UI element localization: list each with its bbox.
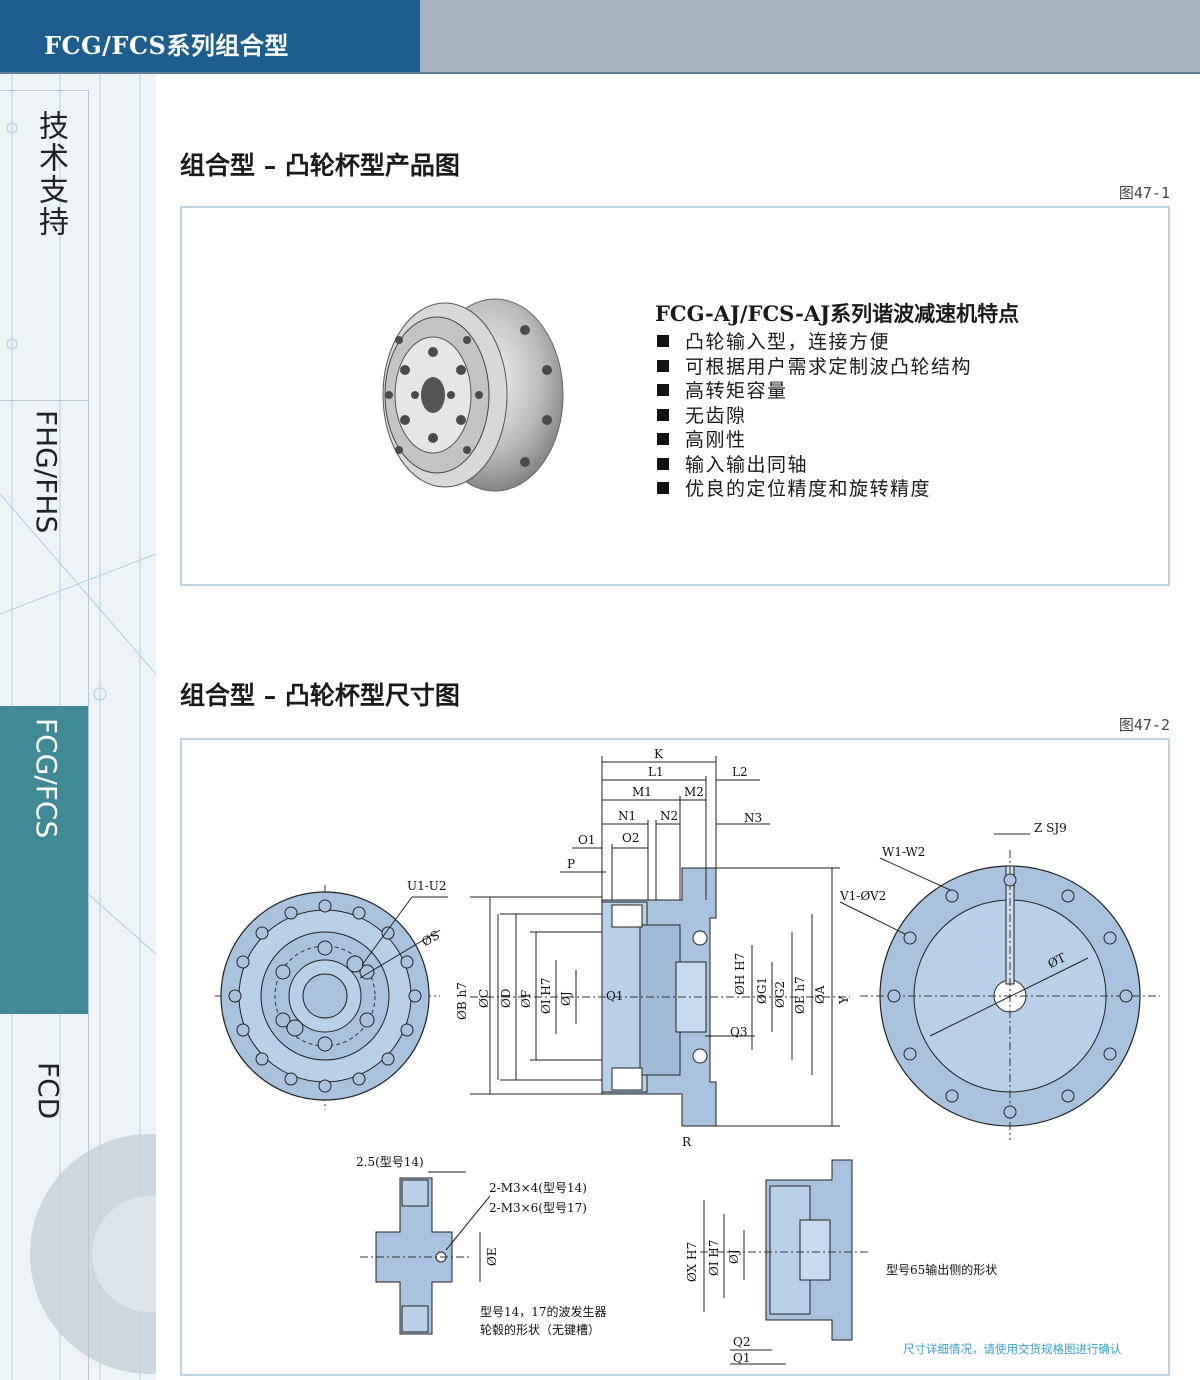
dimension-box	[180, 738, 1170, 1376]
label-j: ØJ	[559, 991, 573, 1006]
label-i: ØI H7	[539, 978, 553, 1015]
front-view: U1-U2 ØS	[215, 879, 448, 1110]
list-item: 高刚性	[657, 428, 972, 453]
label-p: P	[567, 857, 575, 871]
tab-label-fcd: FCD	[32, 1062, 65, 1120]
header-divider	[0, 72, 1200, 74]
list-item: 优良的定位精度和旋转精度	[657, 477, 972, 502]
label-w1-w2: W1-W2	[882, 845, 925, 859]
hub-detail-view: 2.5(型号14) 2-M3×4(型号14) 2-M3×6(型号17) ØE 型…	[356, 1155, 607, 1337]
label-j-detail: ØJ	[727, 1249, 741, 1264]
product-image	[382, 298, 564, 492]
tab-fcd[interactable]	[0, 1014, 89, 1380]
label-h: ØH H7	[733, 953, 747, 995]
label-q3: Q3	[730, 1025, 747, 1039]
caption-output-side: 型号65输出侧的形状	[886, 1262, 997, 1277]
bullet-square-icon	[657, 359, 669, 372]
bullet-square-icon	[657, 482, 669, 494]
label-l2: L2	[732, 765, 748, 779]
label-o1: O1	[578, 833, 595, 847]
bullet-square-icon	[657, 335, 669, 347]
caption-hub-line2: 轮毂的形状（无键槽）	[480, 1322, 600, 1337]
label-x: ØX H7	[685, 1242, 699, 1282]
label-q2: Q2	[733, 1335, 750, 1349]
section-title-dimensions: 组合型 – 凸轮杯型尺寸图	[180, 681, 460, 710]
label-o2: O2	[622, 831, 639, 845]
label-n2: N2	[660, 809, 678, 823]
bullet-square-icon	[657, 457, 669, 470]
label-y: Y	[837, 995, 851, 1005]
tab-label-tech-support: 技术支持	[33, 110, 68, 238]
label-d: ØD	[499, 989, 513, 1008]
bullet-square-icon	[657, 433, 669, 445]
label-m3x4: 2-M3×4(型号14)	[489, 1181, 587, 1195]
label-c: ØC	[477, 989, 491, 1008]
product-box	[180, 206, 1170, 586]
figure-label-1: 图47-1	[1118, 184, 1170, 202]
list-item: 输入输出同轴	[657, 453, 972, 478]
label-l1: L1	[648, 765, 664, 779]
label-g1: ØG1	[755, 977, 769, 1004]
tab-label-fcg-fcs: FCG/FCS	[30, 718, 63, 839]
header-bar-right	[420, 0, 1200, 72]
label-b: ØB h7	[455, 982, 469, 1020]
label-q1-detail: Q1	[733, 1351, 750, 1365]
list-item: 无齿隙	[657, 404, 972, 429]
label-e-detail: ØE	[485, 1247, 499, 1266]
label-v1-v2: V1-ØV2	[839, 889, 886, 903]
figure-label-2: 图47-2	[1118, 716, 1170, 734]
sidebar	[0, 74, 156, 1380]
features-list: 凸轮输入型，连接方便 可根据用户需求定制波凸轮结构 高转矩容量 无齿隙 高刚性 …	[657, 330, 972, 502]
label-m1: M1	[632, 785, 652, 799]
tab-tech-support[interactable]	[0, 90, 89, 401]
label-m2: M2	[684, 785, 704, 799]
tab-label-fhg-fhs: FHG/FHS	[30, 410, 63, 534]
label-n1: N1	[618, 809, 636, 823]
label-q1: Q1	[606, 989, 623, 1003]
features-title: FCG-AJ/FCS-AJ系列谐波减速机特点	[655, 301, 1020, 326]
caption-hub-line1: 型号14，17的波发生器	[480, 1304, 607, 1319]
label-r: R	[682, 1135, 692, 1149]
label-z-sj9: Z SJ9	[1034, 821, 1067, 835]
rear-view: Z SJ9 W1-W2 V1-ØV2 ØT	[839, 821, 1160, 1140]
label-k: K	[654, 747, 664, 761]
bullet-square-icon	[657, 384, 669, 396]
spec-note: 尺寸详细情况，请使用交货规格图进行确认	[903, 1342, 1122, 1356]
section-view: ØB h7 ØC ØD ØF ØI H7 ØJ Q1 ØH H7 ØG1 ØG2…	[455, 747, 851, 1149]
label-g2: ØG2	[773, 981, 787, 1008]
tab-fhg-fhs[interactable]	[0, 400, 89, 711]
label-n3: N3	[744, 811, 762, 825]
label-i-detail: ØI H7	[707, 1240, 721, 1277]
list-item: 凸轮输入型，连接方便	[657, 330, 972, 355]
label-u1-u2: U1-U2	[407, 879, 447, 893]
section-title-product: 组合型 – 凸轮杯型产品图	[180, 151, 460, 180]
bullet-square-icon	[657, 408, 669, 421]
label-2-5: 2.5(型号14)	[356, 1155, 424, 1169]
list-item: 可根据用户需求定制波凸轮结构	[657, 355, 972, 380]
label-m3x6: 2-M3×6(型号17)	[489, 1201, 587, 1215]
page-title: FCG/FCS系列组合型	[44, 31, 289, 60]
label-f: ØF	[519, 990, 533, 1008]
list-item: 高转矩容量	[657, 379, 972, 404]
tab-fcg-fcs[interactable]	[0, 706, 89, 1014]
header-bar	[0, 0, 420, 72]
label-a: ØA	[813, 985, 827, 1004]
output-side-view: ØX H7 ØI H7 ØJ Q2 Q1 型号65输出侧的形状	[685, 1159, 997, 1365]
label-e: ØE h7	[793, 976, 807, 1014]
